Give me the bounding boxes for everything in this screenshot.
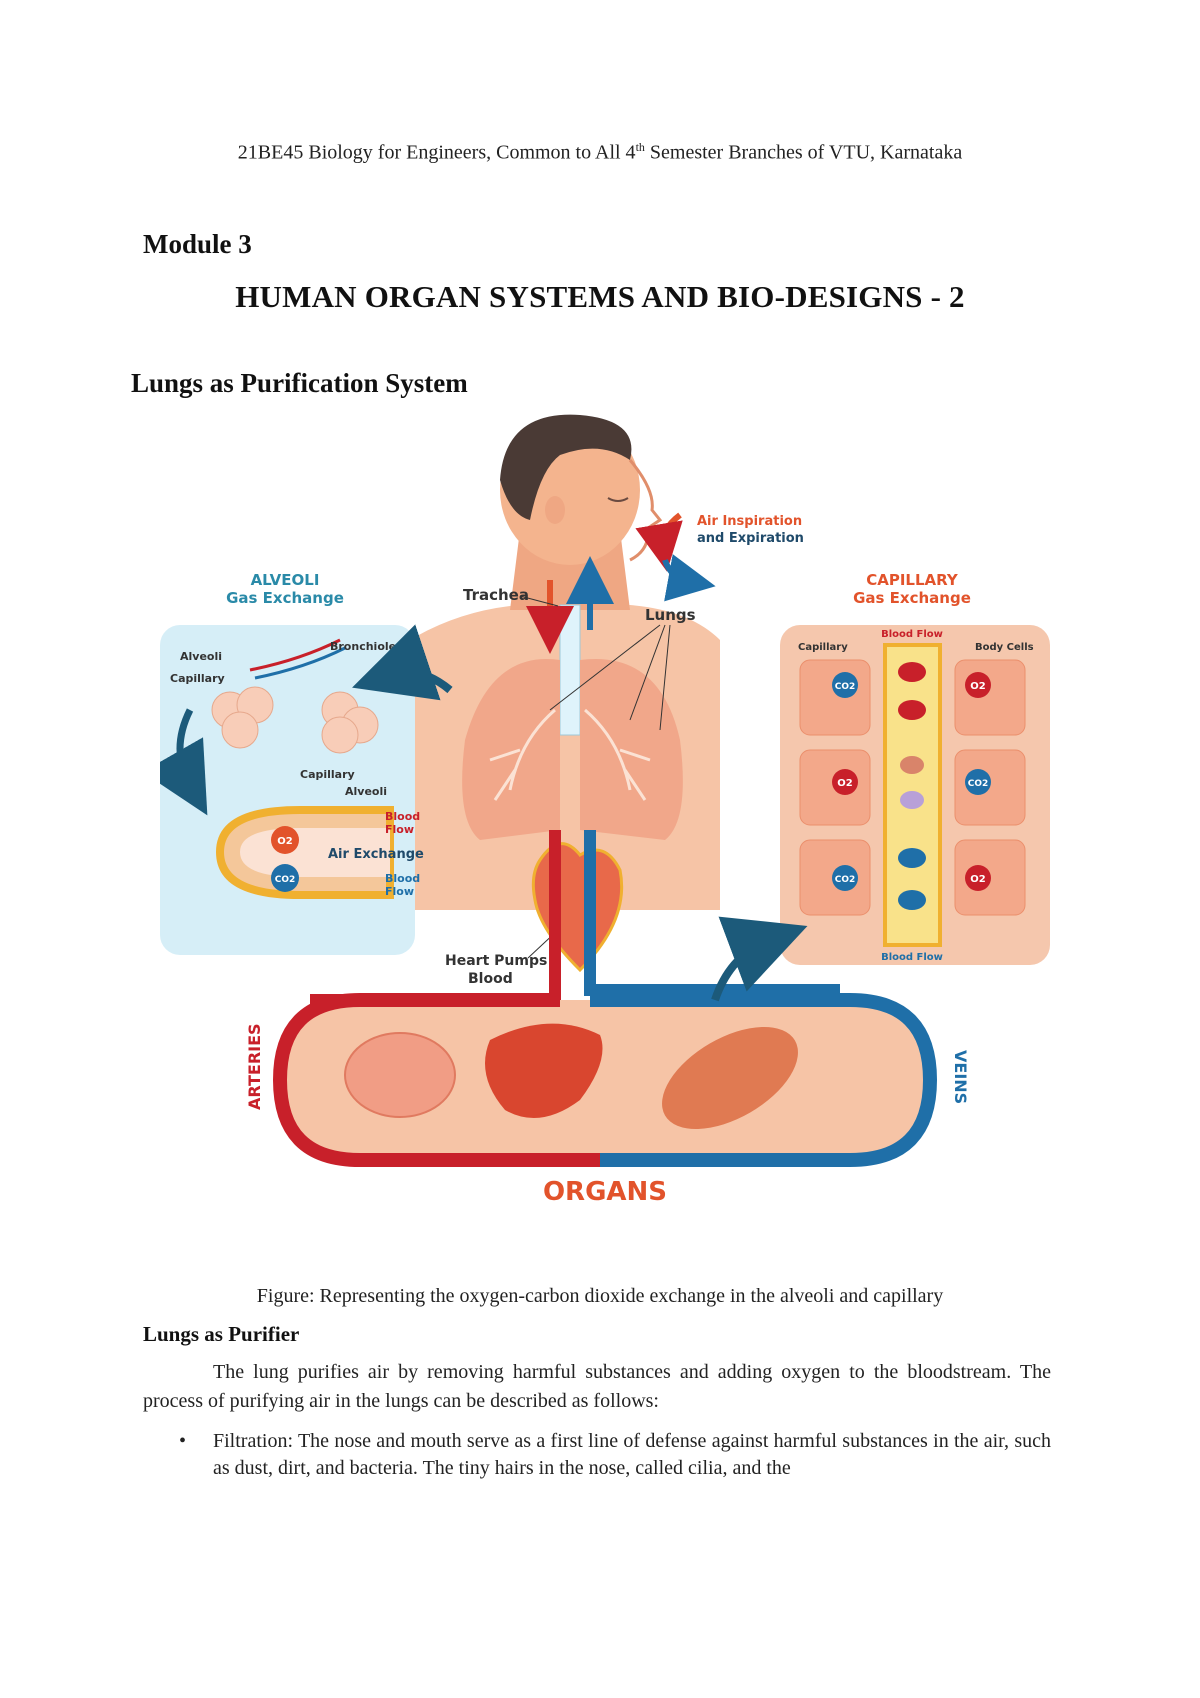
closed-eye <box>607 497 629 502</box>
trachea-leader <box>519 595 559 607</box>
bronchiole <box>249 638 341 672</box>
lungs-leader-2 <box>629 624 666 721</box>
section-title: Lungs as Purification System <box>131 368 468 398</box>
muscle-icon <box>662 1026 798 1130</box>
page-header: 21BE45 Biology for Engineers, Common to … <box>237 140 963 164</box>
co2-label-alveoli: CO2 <box>275 875 296 885</box>
o2-bubble-cap-1 <box>965 672 991 698</box>
alveoli-label-2: Alveoli <box>345 785 387 798</box>
hair <box>500 414 632 520</box>
co2-bubble-cap-2 <box>965 769 991 795</box>
cap-body-cells-label: Body Cells <box>975 642 1034 653</box>
bullet-marker: • <box>179 1430 187 1452</box>
chapter-title: HUMAN ORGAN SYSTEMS AND BIO-DESIGNS - 2 <box>235 279 965 314</box>
arteries-label: ARTERIES <box>245 1023 264 1110</box>
alveoli-arrow <box>352 624 453 701</box>
organs-label: ORGANS <box>543 1177 667 1207</box>
sub-heading: Lungs as Purifier <box>143 1322 300 1346</box>
list-item-text: Filtration: The nose and mouth serve as … <box>213 1430 1051 1479</box>
module-title: Module 3 <box>143 229 252 259</box>
trachea-label: Trachea <box>463 586 529 604</box>
trachea <box>559 604 581 736</box>
list-item: • Filtration: The nose and mouth serve a… <box>143 1428 1051 1482</box>
bronchi-tree <box>489 708 651 801</box>
cap-blood-flow-bottom: Blood Flow <box>881 952 943 963</box>
air-inspiration-arrow <box>635 512 683 572</box>
lungs-label: Lungs <box>645 606 696 624</box>
o2-label-cap-1: O2 <box>970 681 986 692</box>
heart-label-1: Heart Pumps <box>445 953 547 969</box>
figure-caption: Figure: Representing the oxygen-carbon d… <box>256 1285 944 1307</box>
lungs-leader-1 <box>549 624 661 711</box>
co2-label-cap-3: CO2 <box>835 875 856 885</box>
air-exchange-label: Air Exchange <box>328 847 424 862</box>
organs-to-capillary-arrow <box>711 916 808 1002</box>
blood-flow-label-1a: Blood <box>385 810 420 823</box>
brain-icon <box>344 1032 456 1118</box>
bronchiole-2 <box>254 646 346 680</box>
o2-label-cap-3: O2 <box>970 874 986 885</box>
arteries-loop <box>272 993 600 1167</box>
capillary-title: CAPILLARY <box>866 571 959 589</box>
o2-bubble-cap-2 <box>832 769 858 795</box>
bronchiole-label: Bronchiole <box>330 640 396 653</box>
liver-icon <box>485 1023 603 1118</box>
capillary-subtitle: Gas Exchange <box>853 589 971 607</box>
heart-label-2: Blood <box>468 971 513 987</box>
body-paragraph: The lung purifies air by removing harmfu… <box>143 1361 1051 1412</box>
cap-blood-flow-top: Blood Flow <box>881 629 943 640</box>
alveoli-title: ALVEOLI <box>251 571 320 589</box>
air-inspiration-label: Air Inspiration <box>697 514 802 529</box>
capillary-label-2: Capillary <box>300 768 355 781</box>
red-blood-cells <box>898 662 926 720</box>
veins-label: VEINS <box>951 1050 970 1104</box>
capillary-label: Capillary <box>170 672 225 685</box>
co2-label-cap-2: CO2 <box>968 779 989 789</box>
co2-bubble-alveoli <box>271 864 299 892</box>
heart <box>531 842 624 973</box>
co2-bubble-cap-3 <box>832 865 858 891</box>
ear <box>545 496 565 524</box>
respiratory-figure: Air Inspiration and Expiration Trachea L… <box>160 410 1050 1270</box>
o2-label-alveoli: O2 <box>277 836 293 847</box>
mixed-blood-cells <box>900 756 924 809</box>
o2-bubble-cap-3 <box>965 865 991 891</box>
right-lung <box>580 659 683 840</box>
air-expiration-arrow <box>662 554 716 602</box>
o2-label-cap-2: O2 <box>837 778 853 789</box>
alveoli-down-arrow <box>160 708 208 816</box>
blood-flow-label-1b: Flow <box>385 823 414 836</box>
cap-capillary-label: Capillary <box>798 642 848 653</box>
alveoli-subtitle: Gas Exchange <box>226 589 344 607</box>
alveoli-label: Alveoli <box>180 650 222 663</box>
alveoli-cluster <box>211 686 379 754</box>
co2-label-cap-1: CO2 <box>835 682 856 692</box>
lungs-leader-3 <box>659 624 671 731</box>
veins-loop <box>590 993 938 1167</box>
left-lung <box>462 659 560 840</box>
respiratory-diagram: Air Inspiration and Expiration Trachea L… <box>160 414 1050 1207</box>
o2-bubble-alveoli <box>271 826 299 854</box>
co2-bubble-cap-1 <box>832 672 858 698</box>
bullet-list: • Filtration: The nose and mouth serve a… <box>143 1428 1051 1482</box>
blood-flow-label-2a: Blood <box>385 872 420 885</box>
blood-flow-label-2b: Flow <box>385 885 414 898</box>
blue-blood-cells <box>898 848 926 910</box>
air-expiration-label: and Expiration <box>697 531 804 546</box>
